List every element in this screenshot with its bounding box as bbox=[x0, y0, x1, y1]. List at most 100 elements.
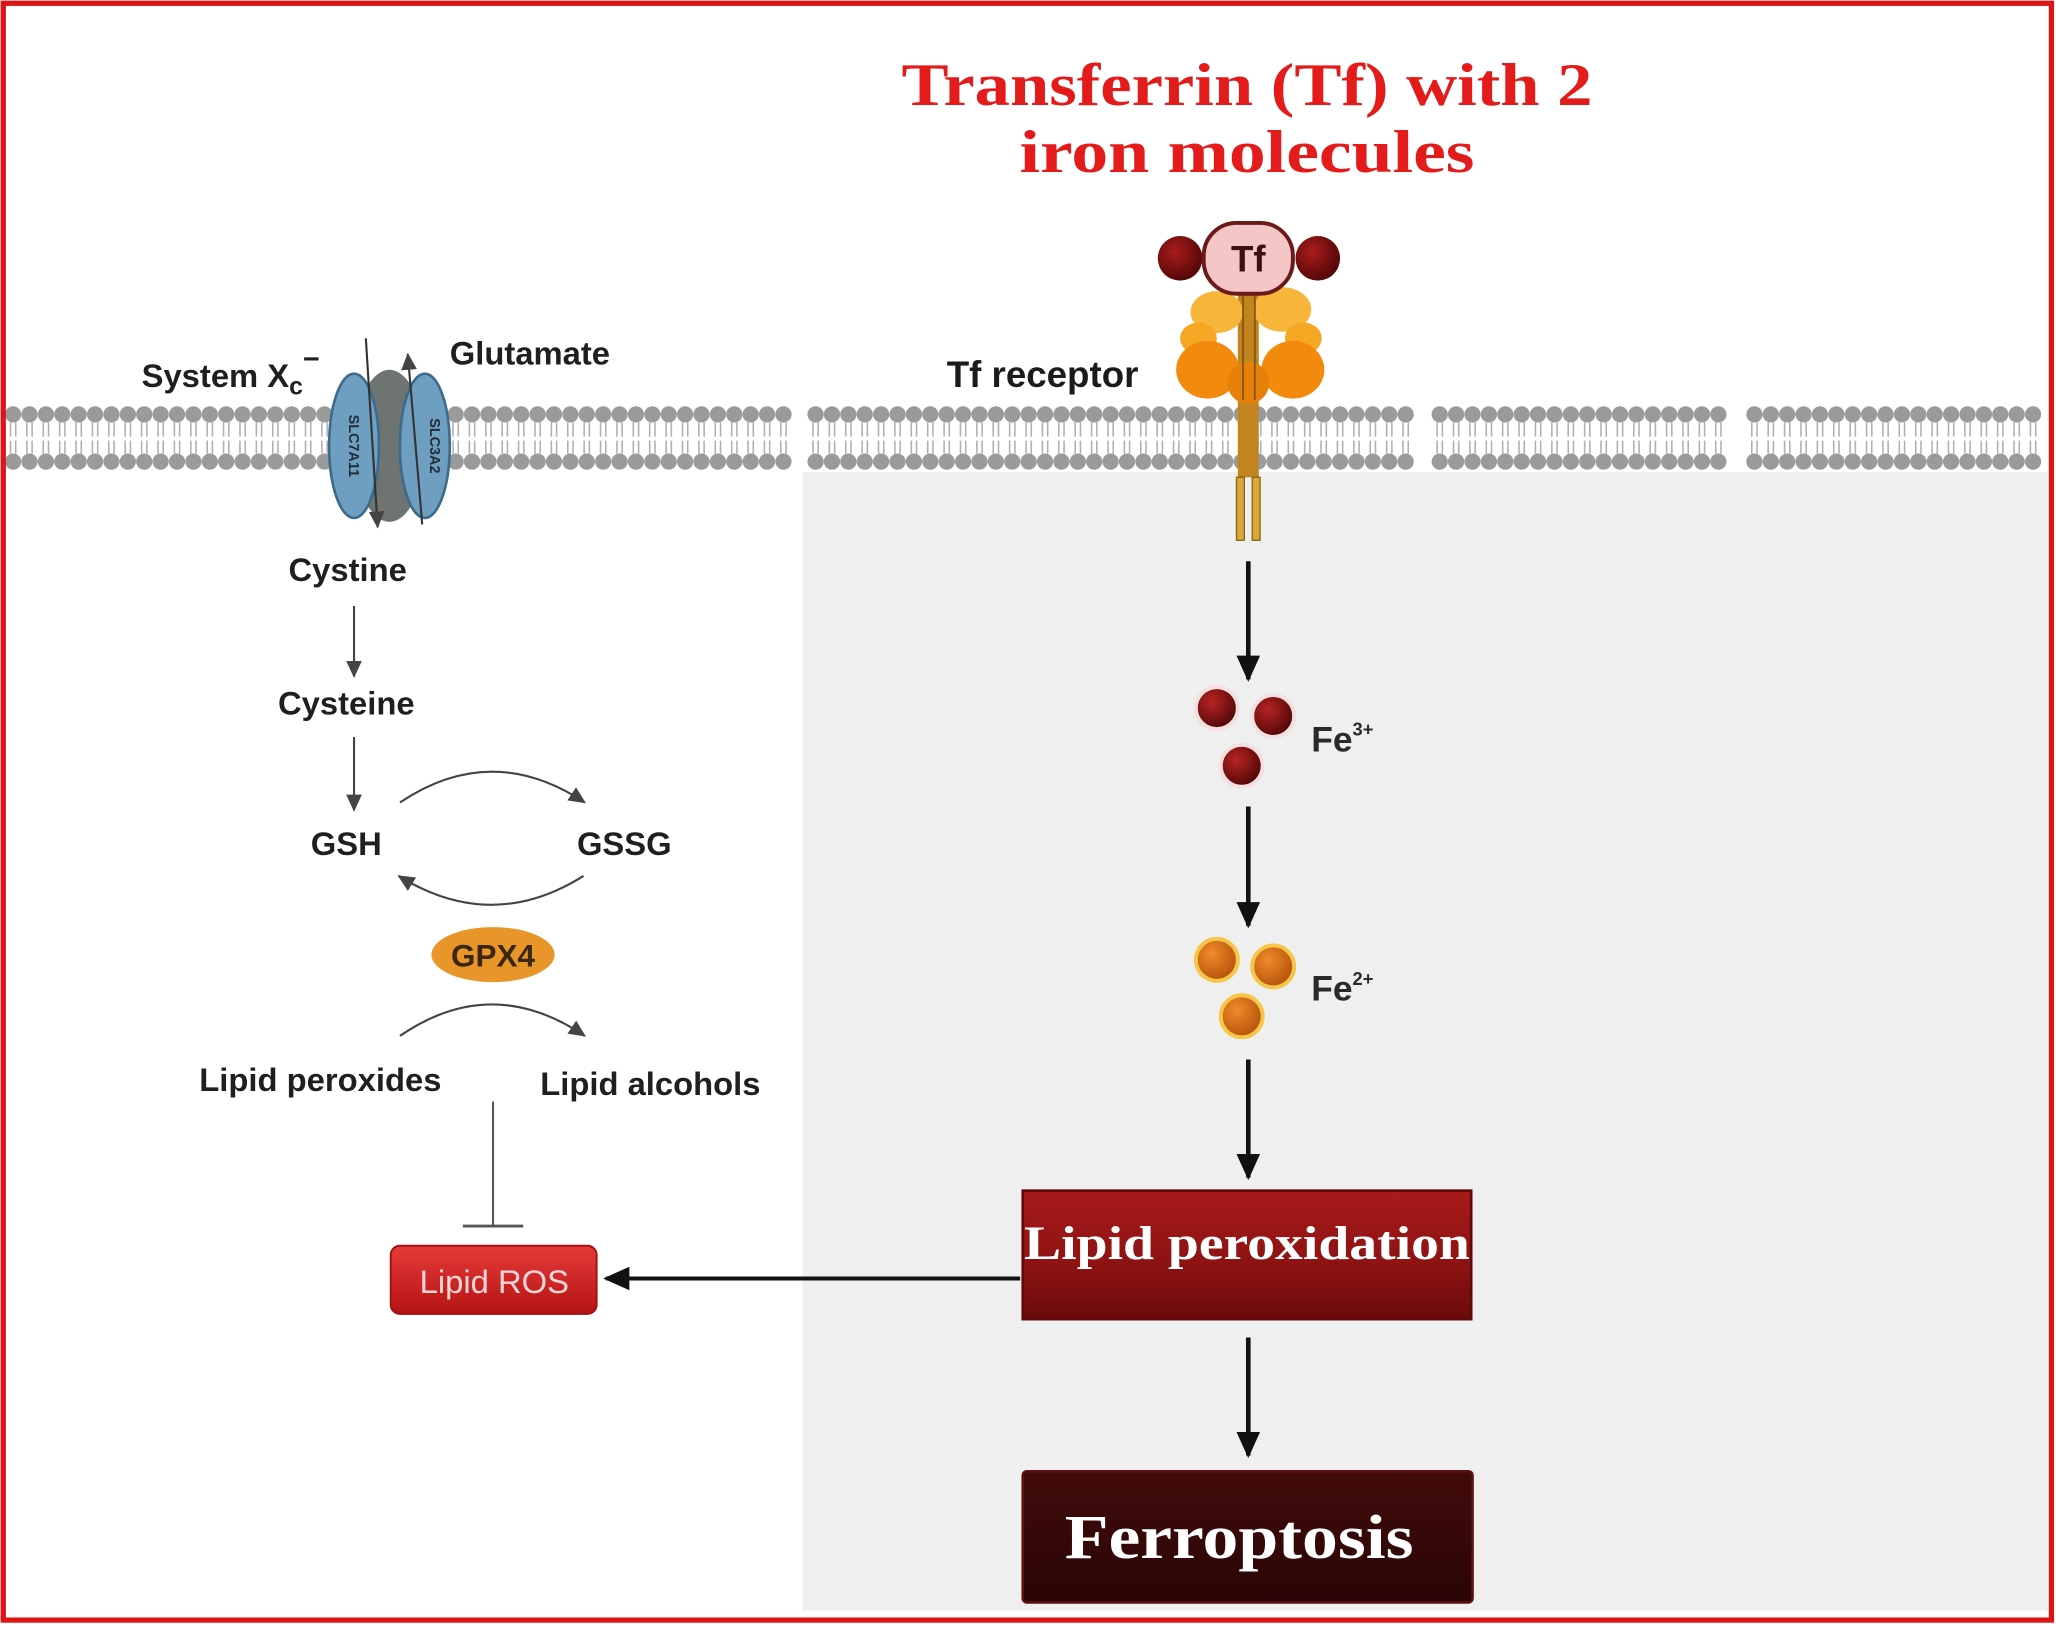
lipid-head bbox=[1628, 406, 1645, 423]
lipid-head bbox=[1431, 406, 1448, 423]
lipid-head bbox=[578, 453, 595, 470]
lipid-head bbox=[234, 406, 251, 423]
lipid-head bbox=[1315, 406, 1332, 423]
lipid-head bbox=[1299, 453, 1316, 470]
lipid-head bbox=[1975, 453, 1993, 470]
ferroptosis-box: Ferroptosis bbox=[1021, 1469, 1474, 1604]
lipid-head bbox=[1861, 406, 1878, 423]
lipid-head bbox=[856, 453, 873, 470]
lipid-head bbox=[1282, 453, 1300, 470]
lipid-head bbox=[70, 406, 87, 423]
lipid-head bbox=[119, 406, 136, 423]
lipid-head bbox=[529, 453, 546, 470]
lipid-head bbox=[775, 453, 792, 470]
lipid-head bbox=[1992, 453, 2009, 470]
gsh-label: GSH bbox=[311, 825, 382, 862]
lipid-head bbox=[758, 406, 776, 423]
lipid-head bbox=[1795, 453, 1812, 470]
lipid-head bbox=[1266, 406, 1283, 423]
receptor-upper-lobe bbox=[1190, 291, 1244, 334]
lipid-head bbox=[1331, 453, 1349, 470]
cystine-import-arrow bbox=[364, 338, 385, 529]
lipid-head bbox=[987, 453, 1005, 470]
lipid-head bbox=[611, 406, 628, 423]
lipid-head bbox=[480, 406, 497, 423]
lipid-head bbox=[1381, 453, 1398, 470]
lipid-head bbox=[1693, 406, 1711, 423]
lipid-head bbox=[136, 453, 153, 470]
lipid-head bbox=[1168, 406, 1185, 423]
slc7a11-subunit bbox=[327, 372, 381, 520]
system-xc-subscript: c bbox=[289, 373, 303, 401]
slc3a2-subunit bbox=[398, 372, 452, 520]
lipid-head bbox=[37, 406, 55, 423]
fe2-label: Fe2+ bbox=[1311, 968, 1373, 1009]
lipid-head bbox=[1746, 453, 1763, 470]
cysteine-label: Cysteine bbox=[278, 685, 415, 722]
lipid-head bbox=[1364, 406, 1381, 423]
lipid-head bbox=[1053, 406, 1070, 423]
lipid-head bbox=[218, 453, 235, 470]
lipid-head bbox=[823, 453, 841, 470]
lipid-head bbox=[1579, 453, 1596, 470]
lipid-head bbox=[709, 453, 727, 470]
system-xc-transporter: SLC7A11 SLC3A2 bbox=[327, 338, 452, 529]
lipid-head bbox=[1546, 453, 1563, 470]
lipid-head bbox=[1480, 406, 1498, 423]
lipid-head bbox=[1381, 406, 1398, 423]
system-xc-superscript: − bbox=[303, 343, 320, 375]
lipid-head bbox=[873, 453, 890, 470]
lipid-head bbox=[234, 453, 251, 470]
diagram-title-line2: iron molecules bbox=[1019, 119, 1474, 186]
lipid-head bbox=[1397, 406, 1414, 423]
lipid-head bbox=[1844, 406, 1861, 423]
lipid-head bbox=[1364, 453, 1381, 470]
lipid-head bbox=[726, 453, 743, 470]
lipid-head bbox=[1331, 406, 1349, 423]
fe2-symbol: Fe bbox=[1311, 969, 1352, 1009]
lipid-head bbox=[1447, 406, 1465, 423]
lipid-head bbox=[480, 453, 497, 470]
lipid-head bbox=[987, 406, 1005, 423]
lipid-head bbox=[1036, 406, 1054, 423]
lipid-head bbox=[1562, 453, 1579, 470]
lipid-head bbox=[676, 406, 694, 423]
lipid-head bbox=[1020, 453, 1037, 470]
lipid-head bbox=[611, 453, 628, 470]
lipid-head bbox=[1464, 406, 1481, 423]
lipid-head bbox=[21, 453, 38, 470]
peroxide-reduction-arrow bbox=[399, 1003, 586, 1037]
lipid-head bbox=[1595, 453, 1612, 470]
lipid-head bbox=[1168, 453, 1185, 470]
lipid-head bbox=[1529, 406, 1547, 423]
lipid-head bbox=[300, 406, 317, 423]
lipid-head bbox=[2024, 406, 2042, 423]
lipid-head bbox=[1710, 453, 1727, 470]
lipid-ros-label: Lipid ROS bbox=[420, 1263, 569, 1300]
lipid-head bbox=[300, 453, 317, 470]
lipid-head bbox=[1579, 406, 1596, 423]
lipid-head bbox=[1910, 453, 1927, 470]
lipid-head bbox=[840, 406, 857, 423]
lipid-head bbox=[807, 453, 824, 470]
lipid-peroxidation-label: Lipid peroxidation bbox=[1024, 1218, 1470, 1270]
lipid-head bbox=[1942, 453, 1960, 470]
lipid-head bbox=[447, 406, 464, 423]
lipid-head bbox=[1266, 453, 1283, 470]
lipid-head bbox=[1102, 406, 1119, 423]
lipid-head bbox=[1811, 453, 1829, 470]
receptor-lower-lobe bbox=[1176, 340, 1240, 399]
lipid-head bbox=[578, 406, 595, 423]
lipid-head bbox=[545, 406, 563, 423]
lipid-head bbox=[1746, 406, 1763, 423]
lipid-head bbox=[1877, 406, 1894, 423]
lipid-head bbox=[562, 406, 579, 423]
lipid-head bbox=[693, 453, 710, 470]
lipid-head bbox=[513, 453, 530, 470]
lipid-head bbox=[1828, 406, 1845, 423]
lipid-head bbox=[1397, 453, 1414, 470]
lipid-head bbox=[1926, 453, 1943, 470]
slc7a11-label: SLC7A11 bbox=[345, 415, 361, 477]
lipid-head bbox=[954, 453, 972, 470]
